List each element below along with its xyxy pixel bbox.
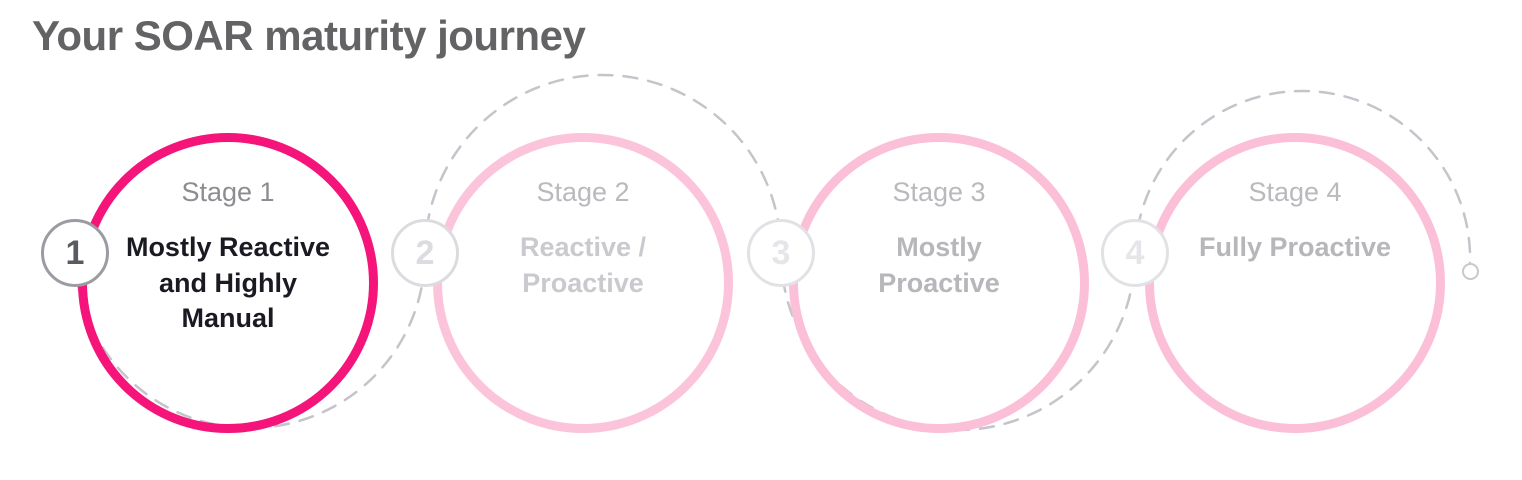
stage-2-content: Stage 2 Reactive / Proactive	[458, 133, 708, 433]
stage-badge-3[interactable]: 3	[747, 219, 815, 287]
stage-badge-1[interactable]: 1	[41, 219, 109, 287]
stage-2[interactable]: Stage 2 Reactive / Proactive	[433, 133, 733, 433]
stage-1-label: Stage 1	[181, 177, 275, 207]
track-arc-2	[423, 73, 783, 255]
track-end-dot-icon	[1462, 263, 1479, 280]
stage-2-label: Stage 2	[536, 177, 630, 207]
stage-3[interactable]: Stage 3 Mostly Proactive	[789, 133, 1089, 433]
page-title: Your SOAR maturity journey	[32, 12, 586, 59]
stage-3-label: Stage 3	[892, 177, 986, 207]
stage-3-title: Mostly Proactive	[878, 232, 1000, 298]
stage-1-title: Mostly Reactive and Highly Manual	[125, 232, 331, 334]
stage-badge-4[interactable]: 4	[1101, 219, 1169, 287]
stage-1[interactable]: Stage 1 Mostly Reactive and Highly Manua…	[78, 133, 378, 433]
stage-1-content: Stage 1 Mostly Reactive and Highly Manua…	[103, 133, 353, 433]
stage-2-title: Reactive / Proactive	[519, 232, 647, 298]
stage-4-label: Stage 4	[1248, 177, 1342, 207]
stage-4-content: Stage 4 Fully Proactive	[1170, 133, 1420, 433]
stage-3-content: Stage 3 Mostly Proactive	[814, 133, 1064, 433]
track-arc-4	[1133, 89, 1472, 266]
stage-4-title: Fully Proactive	[1198, 232, 1392, 263]
stage-4[interactable]: Stage 4 Fully Proactive	[1145, 133, 1445, 433]
stage-badge-2[interactable]: 2	[391, 219, 459, 287]
